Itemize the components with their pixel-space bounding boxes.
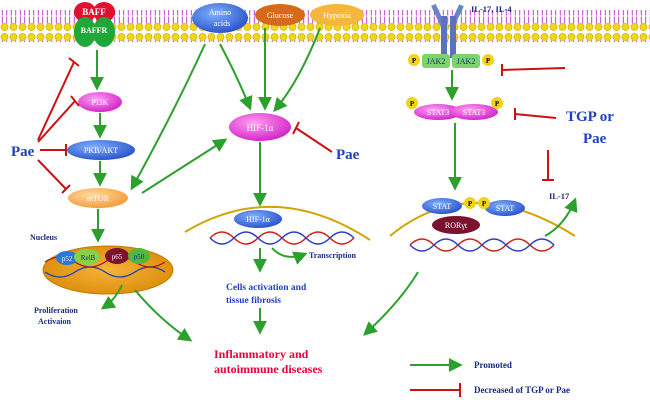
mtor-node: mTOR (68, 188, 128, 208)
nucleus-label: Nucleus (30, 233, 57, 242)
p50-label: p50 (134, 253, 145, 261)
cytokine-label: IL-17, IL-4 (471, 4, 512, 14)
stat3-left-label: STAT3 (427, 108, 449, 117)
outcome-label-2: autoimmune diseases (214, 362, 323, 376)
phospho-jak-left: P (412, 57, 417, 65)
phospho-stat-left: P (468, 200, 473, 208)
cells-activation-label-2: tissue fibrosis (226, 296, 281, 306)
pi3k-node: PI3K (78, 92, 122, 112)
dna-right (409, 238, 555, 252)
promote-arrows (90, 27, 578, 372)
phospho-stat3-left: P (410, 100, 415, 108)
arrow-nucleus-proliferation (100, 284, 123, 310)
baffr-receptor: BAFF BAFFR (74, 2, 115, 47)
arrow-right-nucleus-outcome (362, 271, 419, 336)
transcription-label: Transcription (309, 251, 357, 260)
hypoxia-node: Hypoxia (310, 4, 364, 26)
il17-label: IL-17 (549, 191, 570, 201)
hif1a-nuclear-label: HIF-1α (246, 215, 271, 224)
stat-ror-complex: STAT STAT P P RORγt (422, 197, 525, 234)
inhibit-pae-baffr (37, 61, 75, 141)
inhibition-bars (37, 57, 566, 397)
pkb-akt-label: PKB/AKT (84, 146, 118, 155)
inhibit-pae-mtor-bar (61, 184, 71, 194)
mtor-label: mTOR (87, 194, 110, 203)
phospho-stat-right: P (482, 200, 487, 208)
outcome-label-1: Inflammatory and (214, 347, 309, 361)
arrow-hypoxia-hif (273, 27, 321, 113)
p65-label: p65 (112, 253, 123, 261)
pae-middle-label: Pae (336, 147, 360, 163)
arrow-il17 (544, 197, 578, 237)
pae-left-label: Pae (11, 144, 35, 160)
inhibit-tgp-stat3 (514, 113, 557, 119)
glucose-label: Glucose (267, 11, 294, 20)
jak2-complex: JAK2 JAK2 P P (408, 54, 494, 68)
arrow-amino-hif (219, 43, 253, 111)
inhibit-pae-hif (295, 127, 333, 153)
arrow-mtor-hif (141, 138, 228, 194)
amino-acids-node: Amino acids (192, 3, 248, 33)
tgp-pae-label-1: TGP or (566, 109, 614, 125)
phospho-jak-right: P (486, 57, 491, 65)
hif1a-cytoplasm-node: HIF-1α (229, 113, 291, 141)
arrow-amino-mtor (130, 43, 206, 191)
inhibit-pae-pi3k-bar (70, 95, 80, 107)
stat-left-label: STAT (433, 202, 452, 211)
proliferation-label-1: Proliferation (34, 306, 78, 315)
stat3-right-label: STAT3 (463, 108, 485, 117)
nuclear-envelope-right (389, 202, 576, 237)
inhibit-pae-mtor (37, 159, 67, 190)
glucose-node: Glucose (255, 4, 305, 26)
pkb-akt-node: PKB/AKT (67, 140, 135, 160)
inhibit-pae-baffr-bar (68, 57, 80, 67)
legend-promoted-label: Promoted (474, 360, 512, 370)
pi3k-label: PI3K (92, 98, 109, 107)
inhibit-tgp-jak (501, 67, 566, 71)
dna-middle (209, 231, 355, 245)
relb-label: RelB (81, 254, 96, 262)
inhibit-pae-hif-bar (292, 121, 300, 135)
tgp-pae-label-2: Pae (583, 131, 607, 147)
legend-decreased-label: Decreased of TGP or Pae (474, 385, 570, 395)
proliferation-label-2: Activaion (38, 317, 71, 326)
cytokine-receptor: IL-17, IL-4 (431, 3, 512, 58)
hif1a-top-label: HIF-1α (247, 123, 274, 133)
amino-acids-label-1: Amino (209, 8, 231, 17)
inhibit-pae-pi3k (37, 100, 76, 143)
hypoxia-label: Hypoxia (323, 11, 351, 20)
baff-label: BAFF (82, 7, 106, 17)
arrow-nucleus-outcome (134, 289, 193, 342)
nuclear-envelope-middle (184, 205, 371, 241)
ror-label: RORγt (445, 221, 468, 230)
nucleus-left: Nucleus p52 RelB p65 p50 (30, 233, 174, 295)
amino-acids-label-2: acids (214, 19, 230, 28)
phospho-stat3-right: P (495, 100, 500, 108)
p52-label: p52 (62, 255, 73, 263)
stat3-dimer: STAT3 STAT3 P P (406, 97, 503, 120)
arrow-transcription (271, 247, 308, 265)
cells-activation-label-1: Cells activation and (226, 283, 307, 293)
hif1a-nuclear-node: HIF-1α (234, 210, 282, 228)
jak2-left-label: JAK2 (427, 57, 446, 66)
jak2-right-label: JAK2 (457, 57, 476, 66)
stat-right-label: STAT (496, 204, 515, 213)
baffr-label: BAFFR (81, 26, 108, 35)
